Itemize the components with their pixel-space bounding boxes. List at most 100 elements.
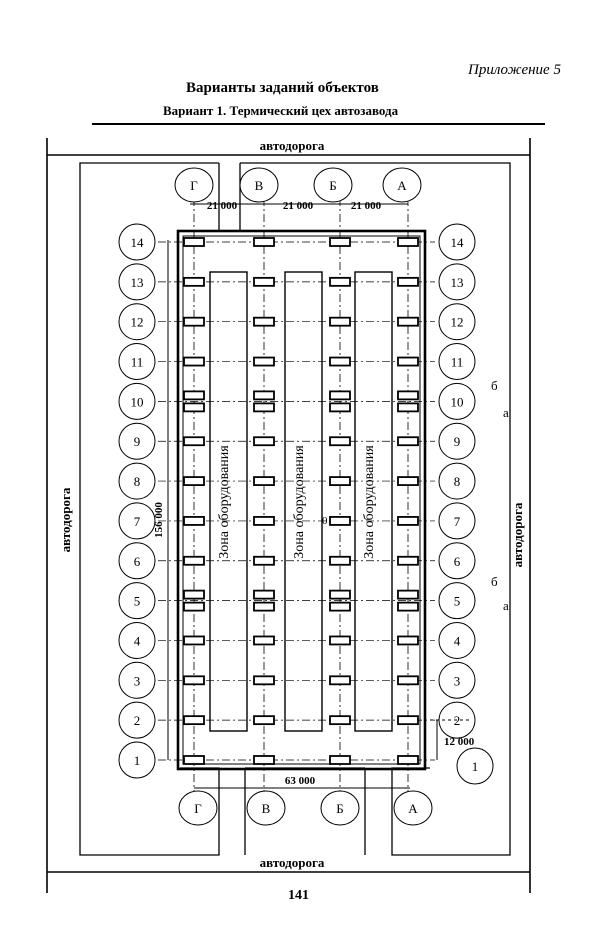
row-label-left-10: 10 <box>131 394 144 409</box>
column-А-9 <box>397 436 419 447</box>
column-Б-7 <box>329 516 351 526</box>
row-bubble-left-3 <box>118 661 156 699</box>
column-Г-5-1 <box>183 589 205 600</box>
column-Б-10-1 <box>329 390 351 401</box>
section-marker-a-upper: а <box>503 405 509 420</box>
column-markers <box>183 237 419 765</box>
axis-gridlines <box>158 198 435 800</box>
column-В-2 <box>253 715 275 726</box>
center-marker: 0 <box>322 515 328 527</box>
column-Б-9 <box>329 436 351 447</box>
axis-label-top-1: Г <box>190 178 198 193</box>
row-bubble-right-10 <box>438 382 476 420</box>
column-Г-11 <box>183 356 205 367</box>
row-label-left-7: 7 <box>134 514 141 529</box>
column-Г-13 <box>183 276 205 287</box>
axis-label-bottom-2: В <box>262 801 271 816</box>
axis-label-top-4: А <box>397 178 407 193</box>
row-label-right-7: 7 <box>454 514 461 529</box>
column-Б-1 <box>329 755 351 765</box>
variant-title: Вариант 1. Термический цех автозавода <box>163 103 399 118</box>
row-label-left-12: 12 <box>131 315 144 330</box>
column-В-11 <box>253 356 275 367</box>
column-Б-5-1 <box>329 589 351 600</box>
row-bubble-left-4 <box>118 621 156 659</box>
column-В-4 <box>253 635 275 646</box>
row-label-left-1: 1 <box>134 753 141 768</box>
column-В-12 <box>253 316 275 327</box>
row-bubble-left-7 <box>118 502 156 540</box>
column-В-5-2 <box>253 601 275 612</box>
column-Г-7 <box>183 516 205 526</box>
column-В-6 <box>253 555 275 566</box>
road-label-right: автодорога <box>510 502 525 567</box>
row-label-left-11: 11 <box>131 355 144 370</box>
column-Г-5-2 <box>183 601 205 612</box>
span-dim-1: 21 000 <box>207 200 238 212</box>
row-bubble-right-7 <box>438 502 476 540</box>
column-Б-2 <box>329 715 351 726</box>
row-label-right-10: 10 <box>451 394 464 409</box>
axis-label-bottom-1: Г <box>194 801 202 816</box>
column-А-6 <box>397 555 419 566</box>
column-А-4 <box>397 635 419 646</box>
road-label-bottom: автодорога <box>260 855 325 870</box>
row-label-right-12: 12 <box>451 315 464 330</box>
row-bubble-left-11 <box>118 343 156 381</box>
row-label-right-5: 5 <box>454 594 461 609</box>
equipment-zone-label-2: Зона оборудования <box>292 445 307 559</box>
column-В-10-1 <box>253 390 275 401</box>
row-label-right-2: 2 <box>454 713 461 728</box>
equipment-zone-label-1: Зона оборудования <box>217 445 232 559</box>
column-Г-10-2 <box>183 402 205 413</box>
equipment-zone-1 <box>209 271 248 732</box>
axis-label-bottom-4: А <box>408 801 418 816</box>
axis-bubble-top-3 <box>313 167 353 203</box>
column-Г-9 <box>183 436 205 447</box>
column-Б-10-2 <box>329 402 351 413</box>
row-bubble-left-10 <box>118 382 156 420</box>
column-Б-13 <box>329 276 351 287</box>
column-Б-8 <box>329 476 351 486</box>
equipment-zone-3 <box>354 271 393 732</box>
column-Б-12 <box>329 316 351 327</box>
bay-step-dim: 12 000 <box>444 736 475 748</box>
column-А-14 <box>397 237 419 247</box>
column-А-5-1 <box>397 589 419 600</box>
column-Б-5-2 <box>329 601 351 612</box>
axis-bubble-bottom-2 <box>246 790 286 826</box>
section-marker-a-lower: а <box>503 598 509 613</box>
row-bubble-left-9 <box>118 422 156 460</box>
row-label-right-13: 13 <box>451 275 464 290</box>
row-bubble-left-6 <box>118 542 156 580</box>
row-label-right-1: 1 <box>472 759 479 774</box>
column-В-14 <box>253 237 275 247</box>
row-label-right-6: 6 <box>454 554 461 569</box>
column-А-2 <box>397 715 419 726</box>
row-bubble-left-5 <box>118 582 156 620</box>
row-bubble-right-8 <box>438 462 476 500</box>
bay-step-line <box>430 719 470 760</box>
building-outline <box>176 229 427 771</box>
column-Б-3 <box>329 675 351 686</box>
page-number: 141 <box>288 888 309 903</box>
site-frame <box>46 138 531 893</box>
axis-bubble-bottom-3 <box>320 790 360 826</box>
section-marker-b-upper: б <box>491 378 498 393</box>
row-bubble-right-9 <box>438 422 476 460</box>
column-Б-11 <box>329 356 351 367</box>
column-В-13 <box>253 276 275 287</box>
row-label-right-4: 4 <box>454 633 461 648</box>
row-bubble-left-14 <box>118 223 156 261</box>
equipment-zone-label-3: Зона оборудования <box>362 445 377 559</box>
row-bubble-right-14 <box>438 223 476 261</box>
axis-bubble-top-2 <box>239 167 279 203</box>
row-bubble-right-13 <box>438 263 476 301</box>
column-А-10-1 <box>397 390 419 401</box>
row-bubble-left-1 <box>118 741 156 779</box>
column-А-5-2 <box>397 601 419 612</box>
column-А-8 <box>397 476 419 486</box>
column-Г-3 <box>183 675 205 686</box>
column-Г-10-1 <box>183 390 205 401</box>
row-bubble-right-12 <box>438 303 476 341</box>
